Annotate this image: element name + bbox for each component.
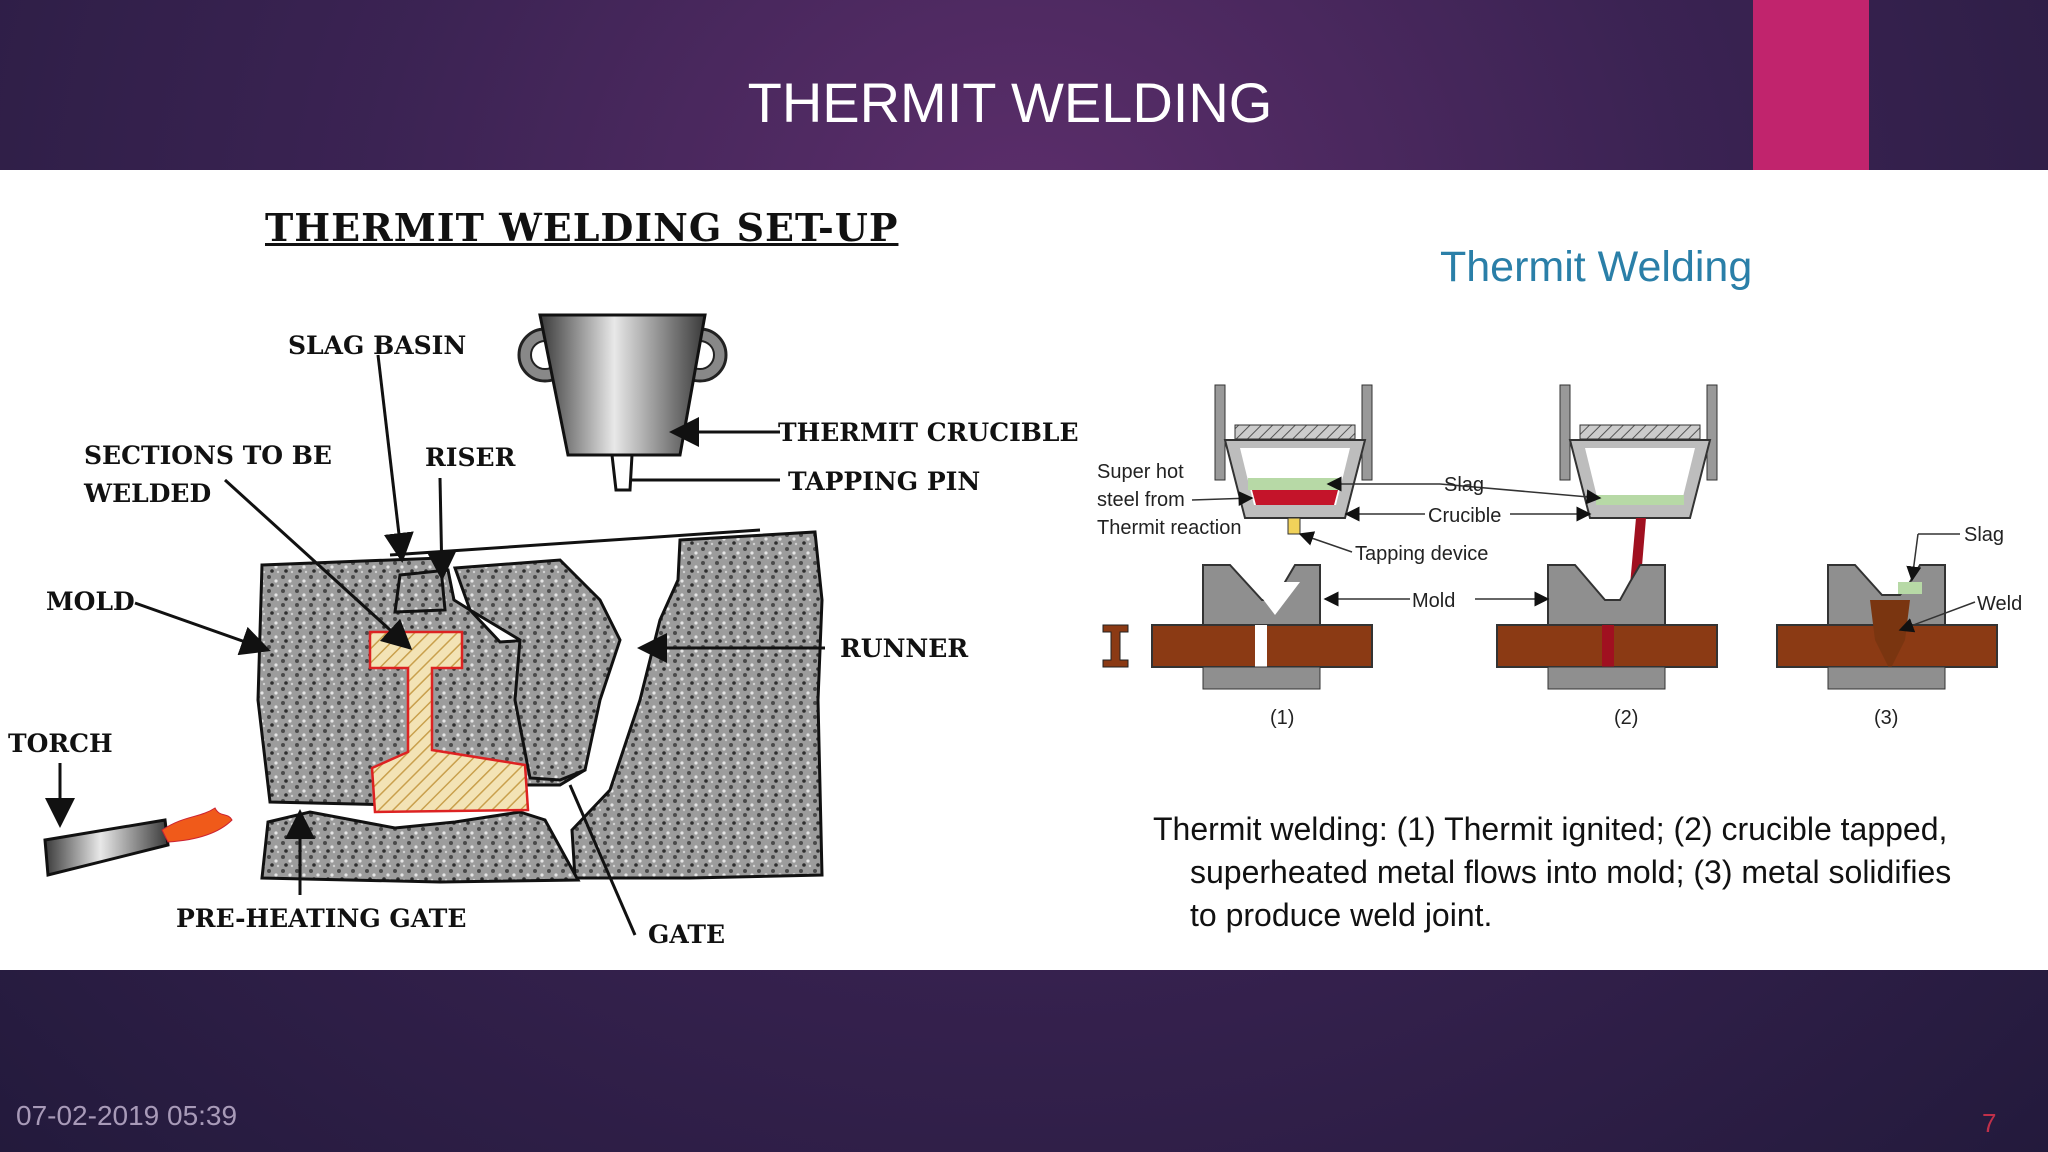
label-weld: Weld [1977, 593, 2022, 615]
rail-section [368, 630, 530, 814]
label-super-hot-3: Thermit reaction [1097, 517, 1242, 539]
slide-date: 07-02-2019 05:39 [16, 1100, 238, 1131]
mold-body [256, 530, 824, 884]
label-super-hot-1: Super hot [1097, 461, 1184, 483]
label-torch: TORCH [8, 729, 113, 758]
label-mold: MOLD [46, 587, 135, 616]
label-step-3: (3) [1874, 707, 1898, 729]
label-sections-1: SECTIONS TO BE [84, 441, 332, 470]
label-preheating-gate: PRE-HEATING GATE [176, 904, 466, 933]
slide-title: THERMIT WELDING [747, 71, 1273, 134]
label-crucible: Crucible [1428, 505, 1501, 527]
label-step-2: (2) [1614, 707, 1638, 729]
label-runner: RUNNER [840, 634, 968, 663]
stage-3 [1776, 564, 1998, 690]
label-slag: Slag [1444, 474, 1484, 496]
stage-1 [1102, 384, 1373, 690]
slide-number: 7 [1982, 1108, 1997, 1138]
label-gate: GATE [648, 920, 725, 949]
caption-line-1: Thermit welding: (1) Thermit ignited; (2… [1153, 811, 1948, 847]
label-step-1: (1) [1270, 707, 1294, 729]
setup-diagram-title: THERMIT WELDING SET-UP [265, 205, 899, 250]
torch [43, 807, 233, 877]
label-slag-stage3: Slag [1964, 524, 2004, 546]
caption-line-3: to produce weld joint. [1190, 897, 1493, 933]
accent-bar [1753, 0, 1869, 170]
label-tapping-pin: TAPPING PIN [788, 467, 980, 496]
stage-2 [1496, 384, 1718, 690]
label-slag-basin: SLAG BASIN [288, 331, 466, 360]
label-sections-2: WELDED [83, 479, 211, 508]
label-mold-right: Mold [1412, 590, 1455, 612]
label-tapping-device: Tapping device [1355, 543, 1488, 565]
caption-line-2: superheated metal flows into mold; (3) m… [1190, 854, 1952, 890]
label-riser: RISER [425, 443, 516, 472]
thermit-crucible [517, 313, 728, 492]
figure-caption: Thermit welding: (1) Thermit ignited; (2… [1153, 808, 2013, 937]
label-thermit-crucible: THERMIT CRUCIBLE [778, 418, 1079, 447]
label-super-hot-2: steel from [1097, 489, 1185, 511]
process-diagram-title: Thermit Welding [1440, 243, 1753, 291]
